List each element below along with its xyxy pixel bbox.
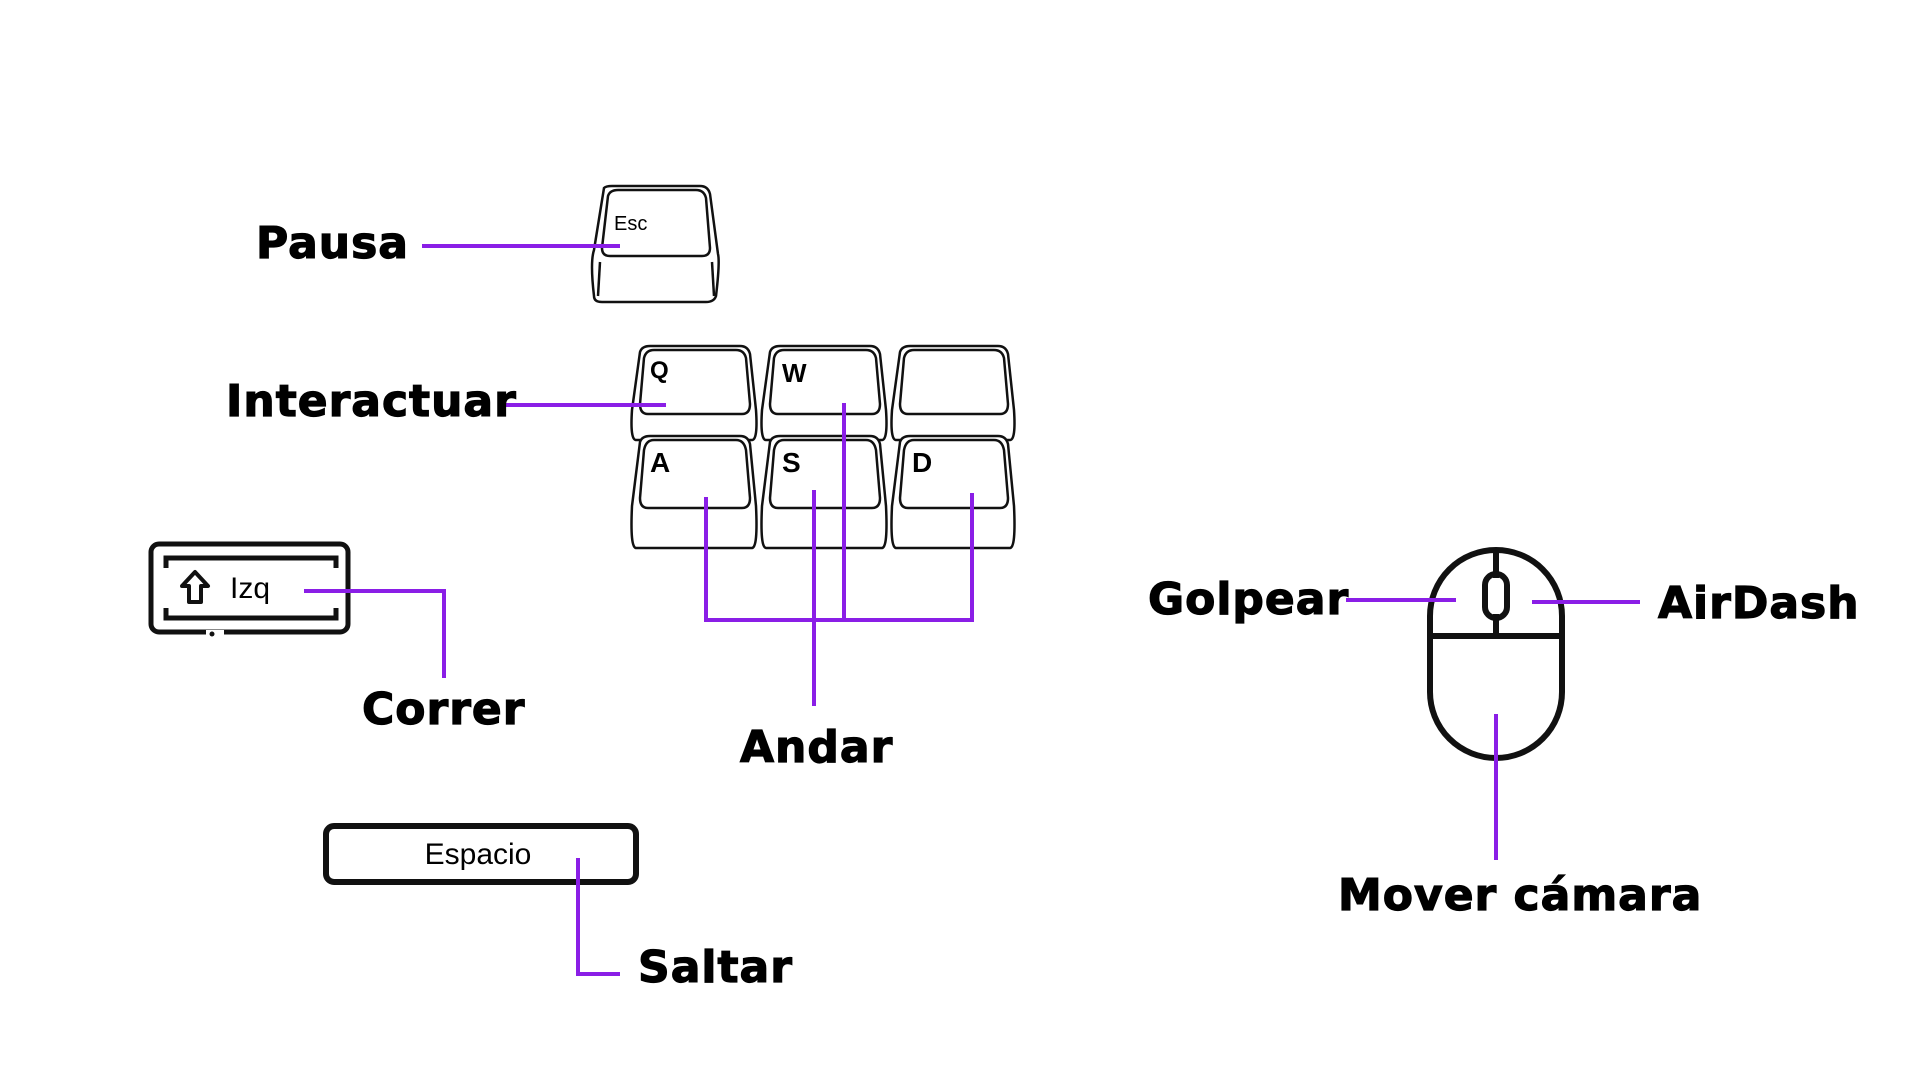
a-key: A	[630, 434, 758, 550]
d-key: D	[890, 434, 1016, 550]
label-mover-camara: Mover cámara	[1337, 870, 1703, 921]
e-key-blank	[890, 344, 1016, 442]
label-saltar: Saltar	[637, 942, 793, 993]
s-key: S	[760, 434, 888, 550]
w-key: W	[760, 344, 888, 442]
esc-key-label: Esc	[614, 213, 647, 235]
shift-key-label: Izq	[230, 572, 270, 605]
a-key-label: A	[650, 447, 670, 478]
label-correr: Correr	[361, 684, 526, 735]
label-airdash: AirDash	[1657, 578, 1860, 629]
space-key: Espacio	[323, 823, 639, 885]
d-key-label: D	[912, 447, 932, 478]
shift-key: Izq	[148, 541, 351, 637]
label-andar: Andar	[739, 722, 894, 773]
q-key: Q	[630, 344, 758, 442]
label-pausa: Pausa	[255, 218, 409, 269]
s-key-label: S	[782, 447, 801, 478]
q-key-label: Q	[650, 357, 669, 384]
w-key-label: W	[782, 358, 807, 388]
esc-key: Esc	[590, 184, 720, 304]
label-interactuar: Interactuar	[225, 376, 517, 427]
mouse-icon	[1427, 547, 1565, 761]
connector-saltar	[576, 858, 620, 976]
label-golpear: Golpear	[1147, 574, 1350, 625]
connector-andar-ad	[704, 493, 974, 622]
connector-correr	[304, 589, 446, 678]
connector-lines	[304, 244, 1640, 976]
space-key-label: Espacio	[425, 838, 532, 871]
shift-arrow-icon	[180, 570, 210, 604]
